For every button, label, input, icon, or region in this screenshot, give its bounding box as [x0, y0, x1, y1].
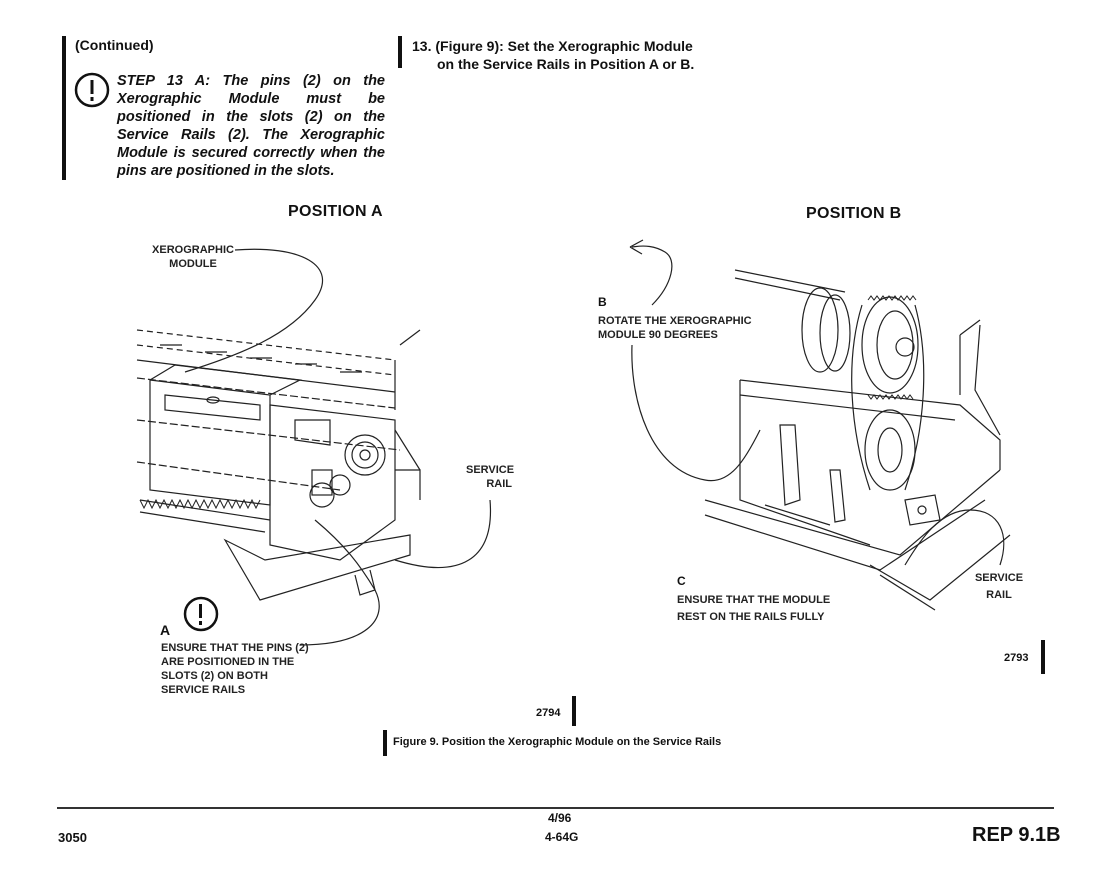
- position-a-title: POSITION A: [288, 203, 383, 220]
- service-rail-label-b: SERVICE RAIL: [974, 572, 1024, 601]
- change-bar-caption: [383, 730, 387, 756]
- callout-b-letter: B: [598, 295, 607, 309]
- callout-a-letter: A: [160, 622, 171, 638]
- continued-label: (Continued): [75, 37, 154, 53]
- change-bar-step: [398, 36, 402, 68]
- figure-number-2794: 2794: [536, 707, 561, 719]
- callout-a-text: ENSURE THAT THE PINS (2) ARE POSITIONED …: [161, 642, 309, 696]
- footer-rule: [57, 807, 1054, 809]
- change-bar-2793: [1041, 640, 1045, 674]
- callout-b-text: ROTATE THE XEROGRAPHIC MODULE 90 DEGREES: [598, 315, 752, 341]
- footer-page-number: 4-64G: [545, 830, 579, 844]
- footer-date: 4/96: [548, 811, 572, 825]
- xerographic-module-label: XEROGRAPHIC MODULE: [152, 244, 234, 270]
- position-b-title: POSITION B: [806, 205, 902, 222]
- callout-c-letter: C: [677, 574, 686, 588]
- figure-number-2793: 2793: [1004, 652, 1029, 664]
- step-13-line2: on the Service Rails in Position A or B.: [437, 56, 695, 72]
- step-13-line1: 13. (Figure 9): Set the Xerographic Modu…: [412, 38, 693, 54]
- service-rail-label-a: SERVICE RAIL: [466, 464, 515, 490]
- change-bar-2794: [572, 696, 576, 726]
- change-bar-left: [62, 36, 66, 180]
- figure-caption: Figure 9. Position the Xerographic Modul…: [393, 736, 722, 748]
- caution-icon: [72, 70, 116, 114]
- footer-model: 3050: [58, 830, 87, 845]
- footer-section: REP 9.1B: [972, 824, 1061, 846]
- callout-c-text: ENSURE THAT THE MODULE REST ON THE RAILS…: [677, 594, 831, 623]
- caution-text: STEP 13 A: The pins (2) on the Xerograph…: [117, 73, 385, 179]
